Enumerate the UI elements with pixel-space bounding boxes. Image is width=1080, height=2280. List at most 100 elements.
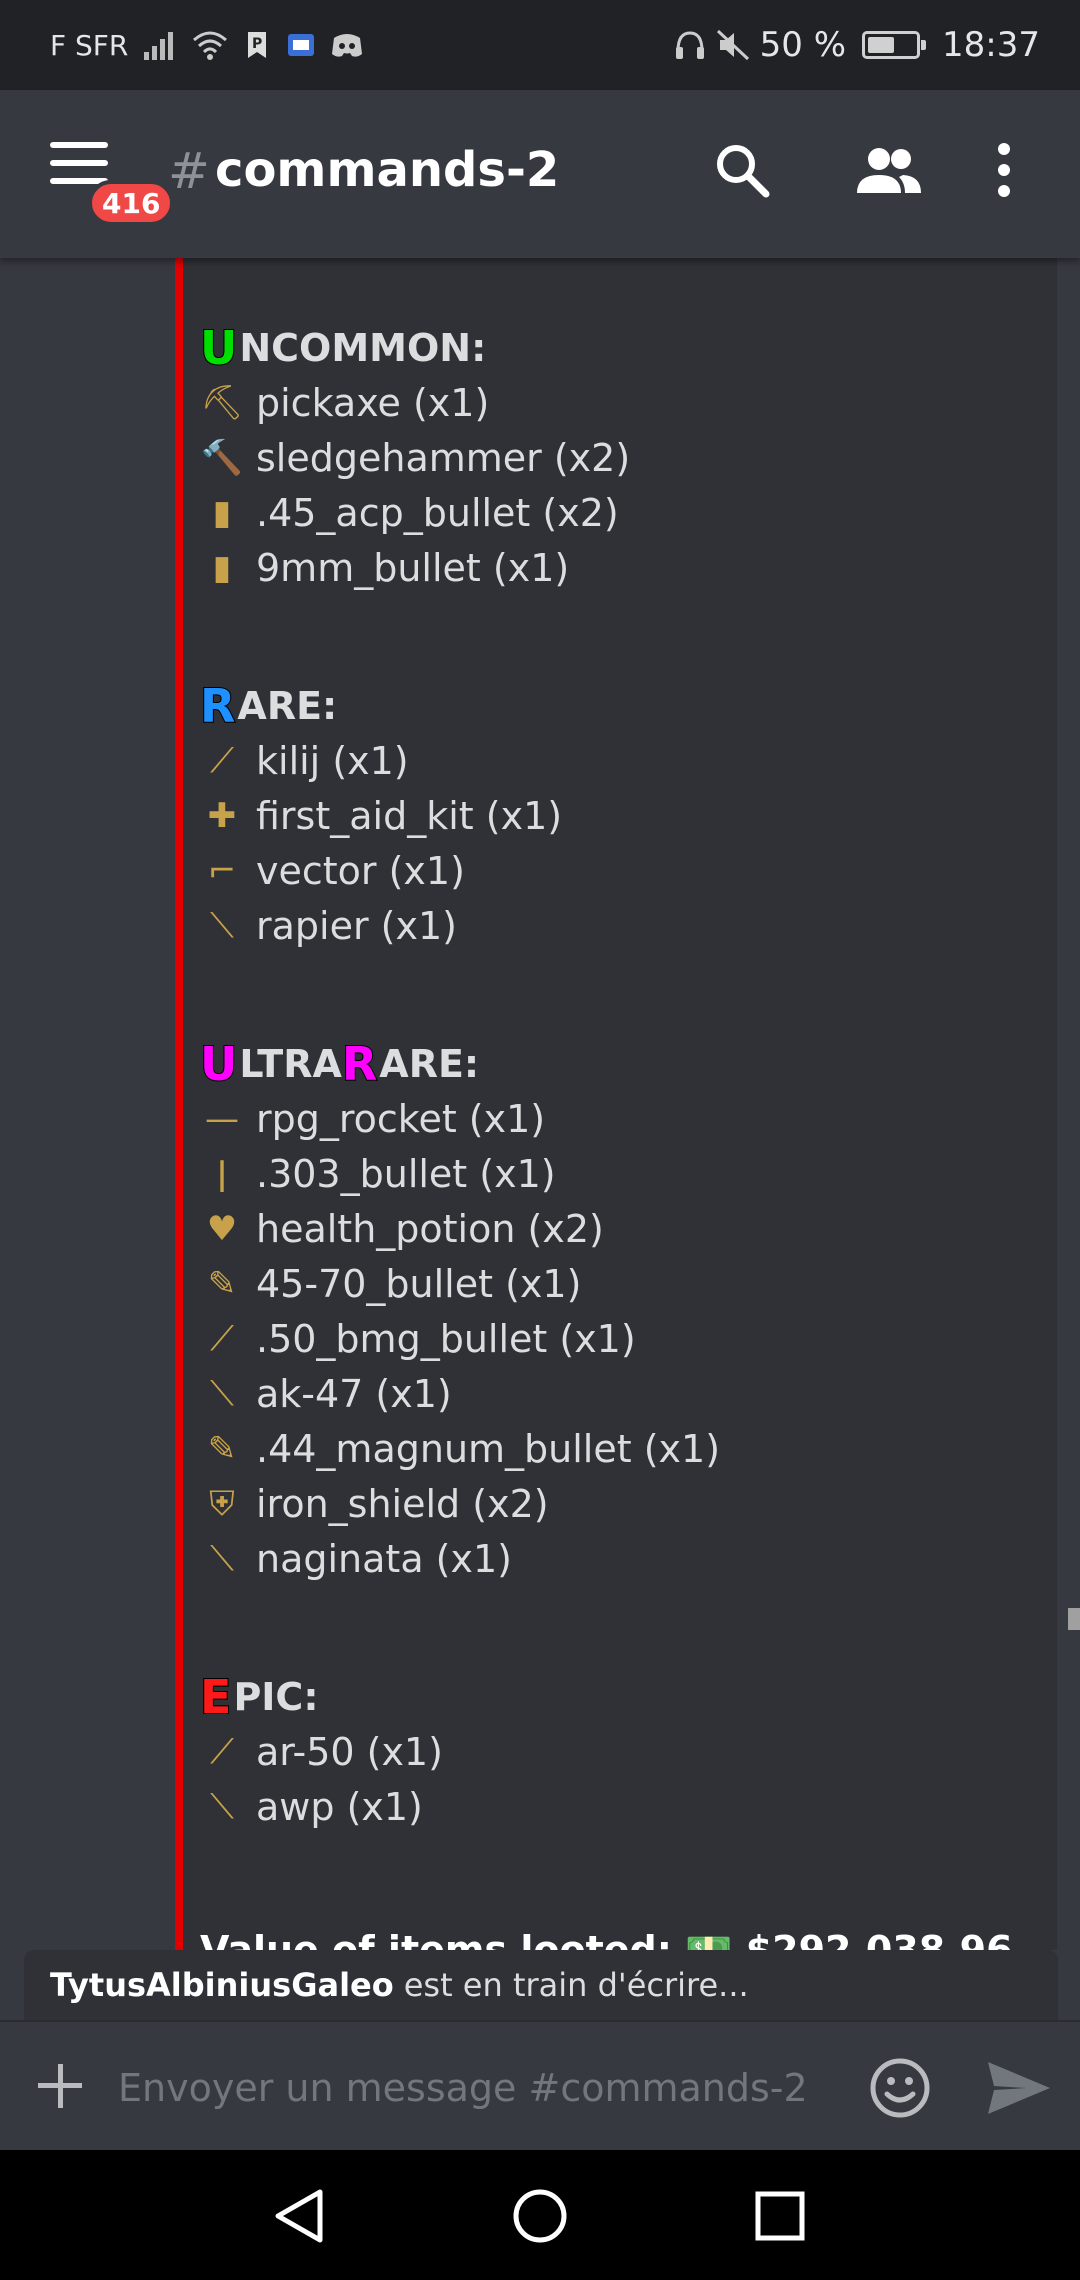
loot-item-label: rapier (x1) xyxy=(256,903,457,948)
home-icon[interactable] xyxy=(510,2186,570,2246)
loot-item: ▮.45_acp_bullet (x2) xyxy=(200,485,1050,540)
more-options-icon[interactable] xyxy=(982,138,1026,202)
value-line: Value of items looted: 💵 $292,038.96 xyxy=(200,1928,1013,1950)
menu-button[interactable] xyxy=(50,142,110,190)
notification-badge: 416 xyxy=(88,180,175,226)
menu-bar xyxy=(50,160,108,166)
section-spacer xyxy=(200,953,1050,1036)
loot-item: ⛨iron_shield (x2) xyxy=(200,1476,1050,1531)
loot-item: 🔨 sledgehammer (x2) xyxy=(200,430,1050,485)
loot-item: ⟍ ak-47 (x1) xyxy=(200,1366,1050,1421)
svg-text:P: P xyxy=(252,36,262,52)
loot-item: ⛏pickaxe (x1) xyxy=(200,375,1050,430)
status-bar-right: 50 % 18:37 xyxy=(674,25,1040,65)
loot-item-label: first_aid_kit (x1) xyxy=(256,793,563,838)
scrollbar-thumb[interactable] xyxy=(1068,1608,1080,1630)
rocket-icon: — xyxy=(205,1098,239,1139)
message-input[interactable] xyxy=(118,2050,838,2126)
loot-item: ▮9mm_bullet (x1) xyxy=(200,540,1050,595)
rarity-letter-icon: R xyxy=(341,1036,378,1091)
pickaxe-icon: ⛏ xyxy=(200,382,244,423)
hammer-icon: 🔨 xyxy=(200,437,244,478)
bullet-icon: ✎ xyxy=(207,1263,237,1304)
bullet-icon: ⟋ xyxy=(210,1318,234,1359)
value-amount: $292,038.96 xyxy=(745,1928,1013,1950)
sword-icon: ⟋ xyxy=(210,740,234,781)
status-bar-left: F SFR P xyxy=(50,28,364,62)
menu-bar xyxy=(50,142,108,148)
loot-item-label: sledgehammer (x2) xyxy=(256,435,631,480)
rarity-letter-icon: U xyxy=(199,1036,238,1091)
section-spacer xyxy=(200,1586,1050,1669)
rarity-heading-text: PIC: xyxy=(233,1674,319,1719)
gun-icon: ⌐ xyxy=(207,850,237,891)
potion-icon: ♥ xyxy=(206,1208,238,1249)
typing-user: TytusAlbiniusGaleo xyxy=(50,1966,394,2004)
loot-item-label: 9mm_bullet (x1) xyxy=(256,545,570,590)
bullet-icon: ✎ xyxy=(207,1428,237,1469)
loot-item: ǀ.303_bullet (x1) xyxy=(200,1146,1050,1201)
system-nav-bar xyxy=(0,2150,1080,2280)
rarity-letter-icon: U xyxy=(199,320,238,375)
loot-item: ✎ 45-70_bullet (x1) xyxy=(200,1256,1050,1311)
loot-item: ✚ first_aid_kit (x1) xyxy=(200,788,1050,843)
loot-item-label: 45-70_bullet (x1) xyxy=(256,1261,582,1306)
back-icon[interactable] xyxy=(270,2186,330,2246)
loot-item-label: awp (x1) xyxy=(256,1784,423,1829)
loot-item-label: .44_magnum_bullet (x1) xyxy=(256,1426,721,1471)
gun-icon: ⟍ xyxy=(210,1373,234,1414)
signal-icon xyxy=(142,28,178,62)
loot-item: ✎ .44_magnum_bullet (x1) xyxy=(200,1421,1050,1476)
search-icon[interactable] xyxy=(710,138,774,202)
section-spacer xyxy=(200,595,1050,678)
battery-icon xyxy=(862,31,927,59)
first-aid-kit-icon: ✚ xyxy=(207,795,237,836)
embed-accent-bar xyxy=(175,258,183,1950)
gun-icon: ⟋ xyxy=(210,1731,234,1772)
send-icon[interactable] xyxy=(986,2060,1052,2116)
loot-item-label: ak-47 (x1) xyxy=(256,1371,452,1416)
loot-item-label: kilij (x1) xyxy=(256,738,409,783)
sword-icon: ⟍ xyxy=(210,905,234,946)
wifi-icon xyxy=(192,28,228,62)
loot-item: ⟍ rapier (x1) xyxy=(200,898,1050,953)
loot-item-label: rpg_rocket (x1) xyxy=(256,1096,546,1141)
channel-hash-icon: # xyxy=(168,142,210,200)
typing-text: est en train d'écrire... xyxy=(403,1966,749,2004)
gun-icon: ⟍ xyxy=(210,1786,234,1827)
mute-icon xyxy=(716,28,750,62)
app-notification-icon xyxy=(286,28,316,62)
loot-item: ♥health_potion (x2) xyxy=(200,1201,1050,1256)
status-bar: F SFR P 50 % 18:37 xyxy=(0,0,1080,90)
loot-item-label: .45_acp_bullet (x2) xyxy=(256,490,619,535)
spear-icon: ⟍ xyxy=(210,1538,234,1579)
emoji-icon[interactable] xyxy=(868,2056,932,2120)
loot-item: ⟋.50_bmg_bullet (x1) xyxy=(200,1311,1050,1366)
bullet-icon: ǀ xyxy=(216,1153,228,1194)
message-composer xyxy=(0,2020,1080,2150)
loot-item-label: iron_shield (x2) xyxy=(256,1481,549,1526)
discord-notification-icon xyxy=(330,28,364,62)
channel-name: commands-2 xyxy=(215,142,560,198)
typing-indicator: TytusAlbiniusGaleo est en train d'écrire… xyxy=(24,1950,1058,2020)
add-attachment-button[interactable] xyxy=(36,2062,84,2110)
rarity-letter-icon: E xyxy=(199,1669,232,1724)
recent-apps-icon[interactable] xyxy=(750,2186,810,2246)
loot-item: ⟍ naginata (x1) xyxy=(200,1531,1050,1586)
loot-item: ⌐vector (x1) xyxy=(200,843,1050,898)
loot-item-label: naginata (x1) xyxy=(256,1536,512,1581)
loot-item: — rpg_rocket (x1) xyxy=(200,1091,1050,1146)
members-icon[interactable] xyxy=(852,138,924,202)
loot-item: ⟍ awp (x1) xyxy=(200,1779,1050,1834)
parking-app-icon: P xyxy=(242,28,272,62)
battery-fill xyxy=(868,37,895,53)
battery-percent: 50 % xyxy=(759,25,847,65)
rarity-heading-text: NCOMMON: xyxy=(239,325,487,370)
embed-card xyxy=(183,258,1057,1950)
value-label: Value of items looted: xyxy=(200,1928,672,1950)
